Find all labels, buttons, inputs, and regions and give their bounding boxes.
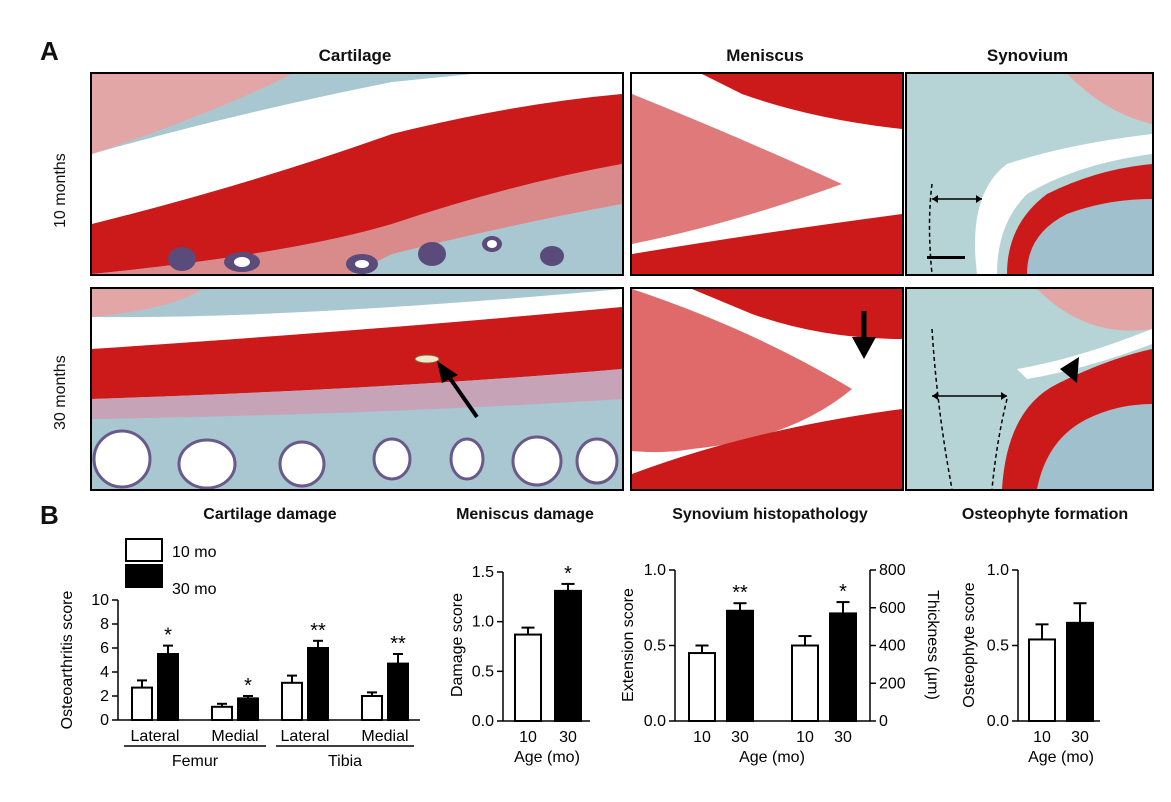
- meniscus-bar: [514, 633, 542, 723]
- synovium-bar: [688, 652, 716, 722]
- synovium-right-tick-label: 400: [879, 638, 906, 655]
- cartilage-bar-10mo: [361, 695, 383, 721]
- cartilage-significance: *: [244, 675, 252, 697]
- cartilage-bar-30mo: [157, 653, 179, 721]
- micrograph-cartilage-10-months: [90, 72, 624, 276]
- column-title-synovium: Synovium: [986, 46, 1069, 65]
- chart-title-cartilage-damage: Cartilage damage: [203, 506, 337, 523]
- synovium-bar: [829, 612, 857, 722]
- meniscus-significance: *: [564, 563, 572, 585]
- cartilage-tick-label: 0: [100, 712, 109, 729]
- cartilage-tick-label: 4: [100, 664, 109, 681]
- osteophyte-y-label: Osteophyte score: [961, 582, 978, 708]
- meniscus-category-label: 10: [519, 729, 537, 746]
- legend-label-30mo: 30 mo: [172, 581, 217, 598]
- micrograph-synovium-10-months: [905, 72, 1154, 276]
- cartilage-category-label: Medial: [361, 728, 408, 745]
- meniscus-tick-label: 1.0: [472, 614, 494, 631]
- synovium-category-label: 30: [731, 729, 749, 746]
- cartilage-group-label: Femur: [172, 753, 219, 770]
- cartilage-bar-30mo: [307, 647, 329, 721]
- row-label-10-months: 10 months: [52, 153, 69, 228]
- osteophyte-category-label: 30: [1071, 729, 1089, 746]
- legend-swatch-30mo: [125, 564, 163, 588]
- synovium-right-tick-label: 200: [879, 675, 906, 692]
- synovium-x-label: Age (mo): [739, 749, 805, 766]
- micrograph-meniscus-30-months: [630, 287, 904, 491]
- osteophyte-bar: [1028, 638, 1056, 723]
- cartilage-tick-label: 10: [91, 592, 109, 609]
- synovium-left-tick-label: 0.0: [644, 713, 666, 730]
- meniscus-bar: [554, 589, 582, 723]
- cartilage-tick-label: 8: [100, 616, 109, 633]
- synovium-significance: **: [732, 582, 748, 604]
- row-label-30-months: 30 months: [52, 355, 69, 430]
- synovium-significance: *: [839, 581, 847, 603]
- cartilage-significance: *: [164, 625, 172, 647]
- column-title-meniscus: Meniscus: [726, 46, 804, 65]
- legend-swatch-10mo: [125, 538, 163, 562]
- chart-title-osteophyte-formation: Osteophyte formation: [961, 506, 1129, 523]
- meniscus-tick-label: 1.5: [472, 564, 494, 581]
- legend-label-10mo: 10 mo: [172, 544, 217, 561]
- meniscus-x-label: Age (mo): [514, 749, 580, 766]
- cartilage-category-label: Lateral: [281, 728, 330, 745]
- meniscus-y-label: Damage score: [449, 593, 466, 697]
- meniscus-category-label: 30: [559, 729, 577, 746]
- osteophyte-tick-label: 0.0: [987, 713, 1009, 730]
- synovium-category-label: 10: [796, 729, 814, 746]
- osteophyte-x-label: Age (mo): [1028, 749, 1094, 766]
- synovium-bar: [791, 644, 819, 722]
- osteophyte-tick-label: 1.0: [987, 562, 1009, 579]
- osteophyte-bar: [1066, 621, 1094, 722]
- synovium-category-label: 30: [834, 729, 852, 746]
- synovium-y-label: Extension score: [620, 588, 637, 702]
- meniscus-tick-label: 0.5: [472, 663, 494, 680]
- cartilage-bar-30mo: [237, 697, 259, 722]
- cartilage-category-label: Medial: [211, 728, 258, 745]
- micrograph-meniscus-10-months: [630, 72, 904, 276]
- synovium-left-tick-label: 1.0: [644, 562, 666, 579]
- panel-b-letter: B: [40, 500, 59, 530]
- chart-title-meniscus-damage: Meniscus damage: [456, 506, 594, 523]
- synovium-category-label: 10: [693, 729, 711, 746]
- cartilage-group-label: Tibia: [328, 753, 362, 770]
- cartilage-significance: **: [390, 633, 406, 655]
- osteophyte-category-label: 10: [1033, 729, 1051, 746]
- micrograph-cartilage-30-months: [90, 287, 624, 491]
- osteophyte-tick-label: 0.5: [987, 638, 1009, 655]
- cartilage-y-label: Osteoarthritis score: [59, 591, 76, 730]
- synovium-right-tick-label: 800: [879, 562, 906, 579]
- cartilage-category-label: Lateral: [131, 728, 180, 745]
- cartilage-bar-10mo: [281, 681, 303, 721]
- column-title-cartilage: Cartilage: [318, 46, 392, 65]
- meniscus-tick-label: 0.0: [472, 713, 494, 730]
- synovium-right-tick-label: 600: [879, 600, 906, 617]
- synovium-bar: [726, 609, 754, 723]
- cartilage-significance: **: [310, 620, 326, 642]
- cartilage-bar-10mo: [131, 686, 153, 721]
- cartilage-bar-30mo: [387, 662, 409, 721]
- cartilage-bar-10mo: [211, 705, 233, 721]
- chart-title-synovium-histopathology: Synovium histopathology: [672, 506, 868, 523]
- panel-a-letter: A: [40, 36, 59, 66]
- cartilage-tick-label: 2: [100, 688, 109, 705]
- synovium-y-label-right: Thickness (µm): [924, 590, 941, 700]
- cartilage-tick-label: 6: [100, 640, 109, 657]
- synovium-right-tick-label: 0: [879, 713, 888, 730]
- synovium-left-tick-label: 0.5: [644, 638, 666, 655]
- micrograph-synovium-30-months: [905, 287, 1154, 491]
